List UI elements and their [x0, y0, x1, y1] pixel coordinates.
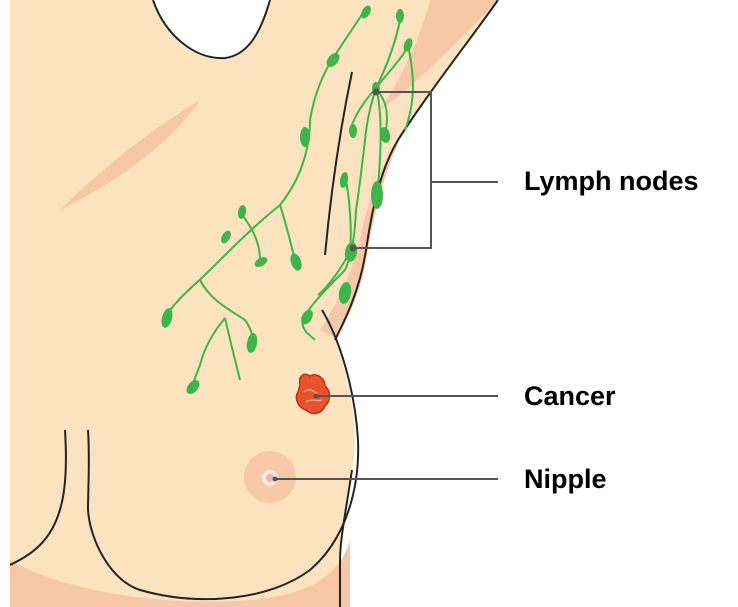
- cancer-label: Cancer: [524, 381, 616, 411]
- cleavage-line: [88, 430, 89, 510]
- lymph-node-icon: [396, 9, 404, 23]
- lymph-node-icon: [300, 127, 310, 147]
- lymph-node-icon: [371, 181, 383, 209]
- nipple-icon: [244, 451, 296, 503]
- nipple-label: Nipple: [524, 464, 607, 494]
- lymph-node-icon: [349, 124, 357, 138]
- lymph-nodes-label: Lymph nodes: [524, 166, 699, 196]
